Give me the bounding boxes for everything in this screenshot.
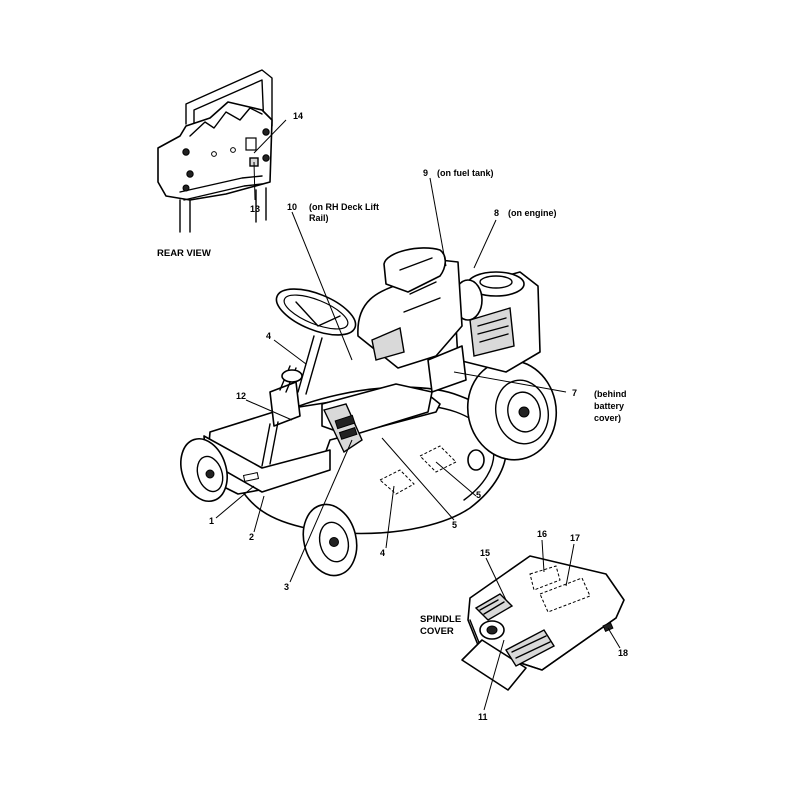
leader-10 <box>291 211 353 361</box>
callout-1: 1 <box>209 516 214 526</box>
leader-14 <box>253 119 287 154</box>
callout-4a: 4 <box>266 331 271 341</box>
leader-9 <box>429 177 447 267</box>
riding-mower-illustration <box>180 247 558 577</box>
leader-7 <box>453 371 567 393</box>
callout-8: 8 <box>494 208 499 218</box>
callout-13: 13 <box>250 204 260 214</box>
note-9: (on fuel tank) <box>437 168 494 178</box>
callout-4b: 4 <box>380 548 385 558</box>
callout-5b: 5 <box>476 490 481 500</box>
leader-12 <box>245 399 293 421</box>
leader-5b <box>435 461 477 497</box>
leader-11 <box>483 639 505 711</box>
leader-5a <box>381 437 455 521</box>
note-8: (on engine) <box>508 208 557 218</box>
notes: (on fuel tank) (on engine) (on RH Deck L… <box>157 168 627 637</box>
leader-18 <box>607 627 621 649</box>
callout-17: 17 <box>570 533 580 543</box>
leader-4a <box>273 339 307 365</box>
callout-5a: 5 <box>452 520 457 530</box>
callout-9: 9 <box>423 168 428 178</box>
callout-3: 3 <box>284 582 289 592</box>
callout-7: 7 <box>572 388 577 398</box>
leader-4b <box>385 485 395 549</box>
note-10-line2: Rail) <box>309 213 329 223</box>
leader-8 <box>473 219 497 269</box>
spindle-cover-title-line2: COVER <box>420 626 454 637</box>
callout-10: 10 <box>287 202 297 212</box>
note-7-line1: (behind <box>594 389 627 399</box>
leader-2 <box>253 495 265 533</box>
callout-2: 2 <box>249 532 254 542</box>
leader-13 <box>253 161 256 201</box>
callout-11: 11 <box>478 712 488 722</box>
rear-view-illustration <box>157 69 273 233</box>
leader-3 <box>289 439 353 583</box>
callout-16: 16 <box>537 529 547 539</box>
spindle-cover-title-line1: SPINDLE <box>420 614 461 625</box>
leader-lines <box>215 119 621 711</box>
note-7-line3: cover) <box>594 413 621 423</box>
callout-14: 14 <box>293 111 303 121</box>
leader-17 <box>565 543 575 587</box>
note-7-line2: battery <box>594 401 624 411</box>
leader-1 <box>215 485 255 519</box>
leader-15 <box>485 557 507 601</box>
callout-12: 12 <box>236 391 246 401</box>
leader-16 <box>541 539 545 573</box>
callout-15: 15 <box>480 548 490 558</box>
callout-18: 18 <box>618 648 628 658</box>
spindle-cover-illustration <box>461 555 625 691</box>
rear-view-title: REAR VIEW <box>157 248 211 259</box>
callout-labels: 14 13 9 8 10 4 12 7 1 2 3 4 5 5 15 16 17… <box>209 111 628 722</box>
note-10-line1: (on RH Deck Lift <box>309 202 379 212</box>
